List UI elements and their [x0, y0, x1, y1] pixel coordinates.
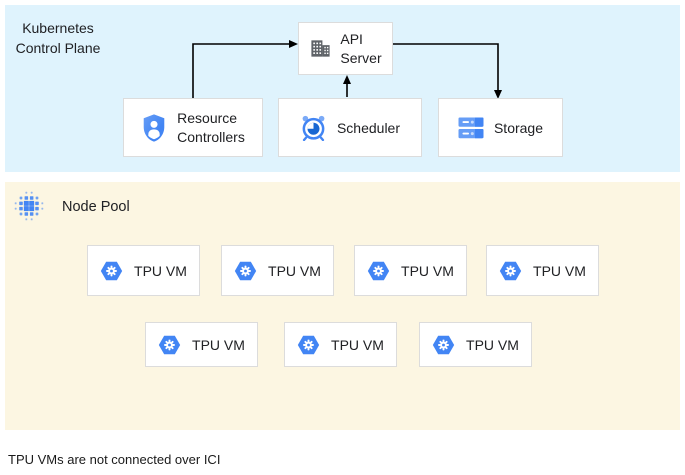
control-plane-title-line1: Kubernetes [22, 20, 94, 36]
building-icon [309, 37, 332, 60]
hexagon-gear-icon [158, 335, 181, 355]
hexagon-gear-icon [432, 335, 455, 355]
server-stack-icon [458, 117, 484, 139]
tpu-vm-node: TPU VM [284, 322, 397, 367]
storage-label: Storage [493, 119, 544, 136]
tpu-vm-node: TPU VM [221, 245, 334, 296]
resource-controllers-label: Resource Controllers [177, 109, 245, 145]
alarm-clock-icon [300, 114, 327, 141]
control-plane-title: Kubernetes Control Plane [8, 18, 108, 58]
shield-user-icon [141, 113, 167, 143]
resource-controllers-node: Resource Controllers [123, 98, 263, 157]
tpu-vm-label: TPU VM [533, 262, 586, 279]
api-server-label: API Server [340, 30, 382, 66]
scheduler-node: Scheduler [278, 98, 422, 157]
tpu-vm-node: TPU VM [87, 245, 200, 296]
tpu-vm-label: TPU VM [331, 336, 384, 353]
tpu-vm-label: TPU VM [134, 262, 187, 279]
tpu-vm-label: TPU VM [192, 336, 245, 353]
tpu-vm-node: TPU VM [486, 245, 599, 296]
node-pool-title: Node Pool [62, 199, 130, 215]
hexagon-gear-icon [499, 261, 522, 281]
hexagon-gear-icon [367, 261, 390, 281]
storage-node: Storage [438, 98, 563, 157]
control-plane-title-line2: Control Plane [15, 40, 101, 56]
dot-cluster-icon [13, 190, 45, 222]
footnote-text: TPU VMs are not connected over ICI [8, 452, 221, 467]
scheduler-label: Scheduler [336, 119, 401, 136]
api-server-node: API Server [298, 22, 393, 75]
node-pool-section [5, 182, 680, 430]
tpu-vm-node: TPU VM [354, 245, 467, 296]
tpu-vm-label: TPU VM [268, 262, 321, 279]
tpu-vm-node: TPU VM [145, 322, 258, 367]
tpu-vm-label: TPU VM [466, 336, 519, 353]
hexagon-gear-icon [297, 335, 320, 355]
tpu-vm-node: TPU VM [419, 322, 532, 367]
hexagon-gear-icon [234, 261, 257, 281]
hexagon-gear-icon [100, 261, 123, 281]
tpu-vm-label: TPU VM [401, 262, 454, 279]
